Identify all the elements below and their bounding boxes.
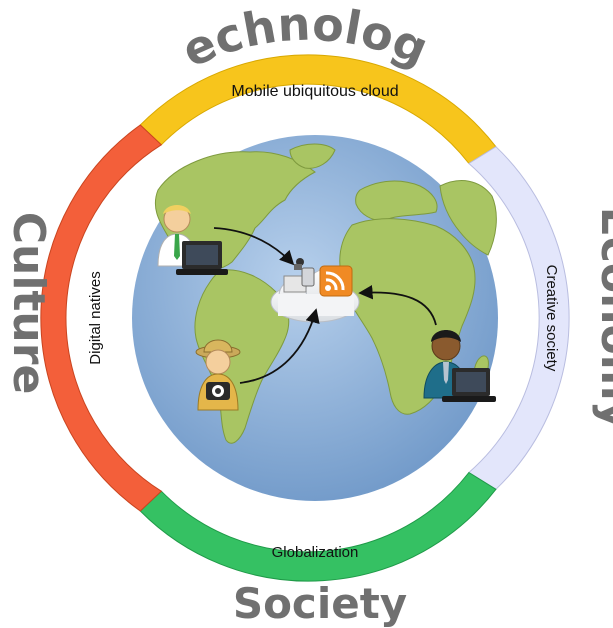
ring-segment-culture — [40, 124, 163, 512]
continent-greenland — [289, 143, 336, 169]
continent-asia — [439, 180, 497, 256]
office-worker-with-laptop-icon — [157, 205, 228, 275]
arrow-office-worker-to-cloud — [213, 227, 295, 266]
ring-label-economy: Creative society — [543, 265, 560, 372]
arrow-explorer-to-cloud — [239, 308, 320, 384]
continent-europe — [355, 180, 438, 221]
arrow-businessman-to-cloud — [358, 284, 437, 326]
explorer-with-camera-icon — [195, 339, 241, 411]
globe — [115, 118, 515, 518]
ring-label-culture: Digital natives — [87, 271, 104, 364]
ring-label-society: Globalization — [272, 544, 359, 561]
dimension-title-culture: Culture — [3, 212, 54, 395]
dimension-title-society: Society — [233, 579, 407, 628]
cloud-rss-devices-icon — [270, 258, 360, 323]
businessman-with-laptop-icon — [423, 330, 496, 402]
dimension-title-economy: Economy — [591, 207, 613, 429]
ring-label-technology: Mobile ubiquitous cloud — [231, 83, 398, 100]
